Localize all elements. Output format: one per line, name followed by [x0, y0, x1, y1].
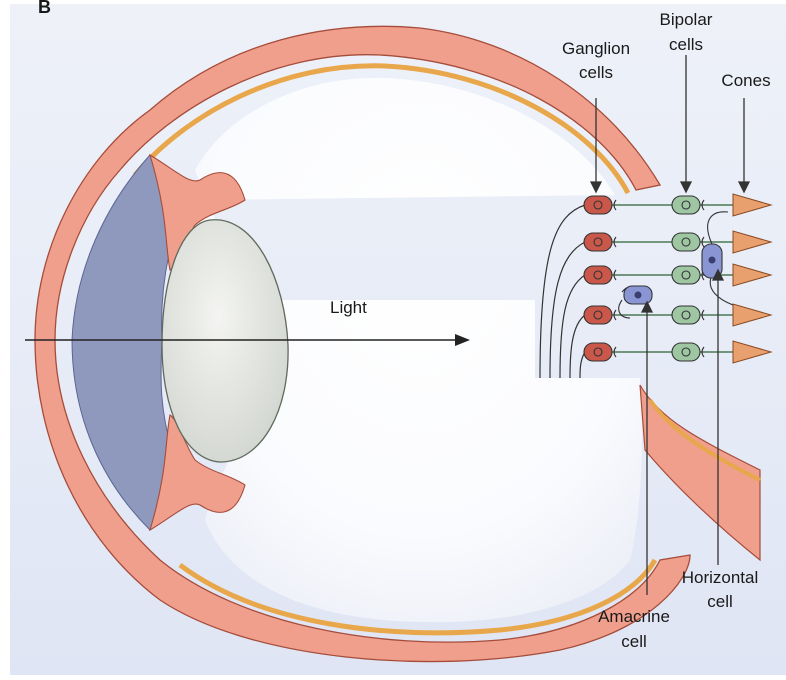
- svg-text:Horizontal: Horizontal: [682, 568, 759, 587]
- ganglion-cell-3: [584, 266, 612, 284]
- bipolar-cell-4: [672, 306, 700, 324]
- svg-text:cell: cell: [707, 592, 733, 611]
- ganglion-cell-5: [584, 343, 612, 361]
- svg-text:cells: cells: [669, 35, 703, 54]
- svg-text:Amacrine: Amacrine: [598, 607, 670, 626]
- bipolar-cell-1: [672, 196, 700, 214]
- horizontal-nucleus: [709, 257, 716, 264]
- amacrine-nucleus: [635, 292, 642, 299]
- svg-text:Ganglion: Ganglion: [562, 39, 630, 58]
- svg-text:cells: cells: [579, 63, 613, 82]
- panel-letter: B: [38, 0, 51, 17]
- ganglion-cell-2: [584, 233, 612, 251]
- ganglion-cell-1: [584, 196, 612, 214]
- bipolar-cell-5: [672, 343, 700, 361]
- svg-text:Bipolar: Bipolar: [660, 10, 713, 29]
- light-label: Light: [330, 298, 367, 317]
- svg-text:cell: cell: [621, 632, 647, 651]
- cones-label: Cones: [721, 71, 770, 90]
- bipolar-cell-2: [672, 233, 700, 251]
- ganglion-cell-4: [584, 306, 612, 324]
- bipolar-cell-3: [672, 266, 700, 284]
